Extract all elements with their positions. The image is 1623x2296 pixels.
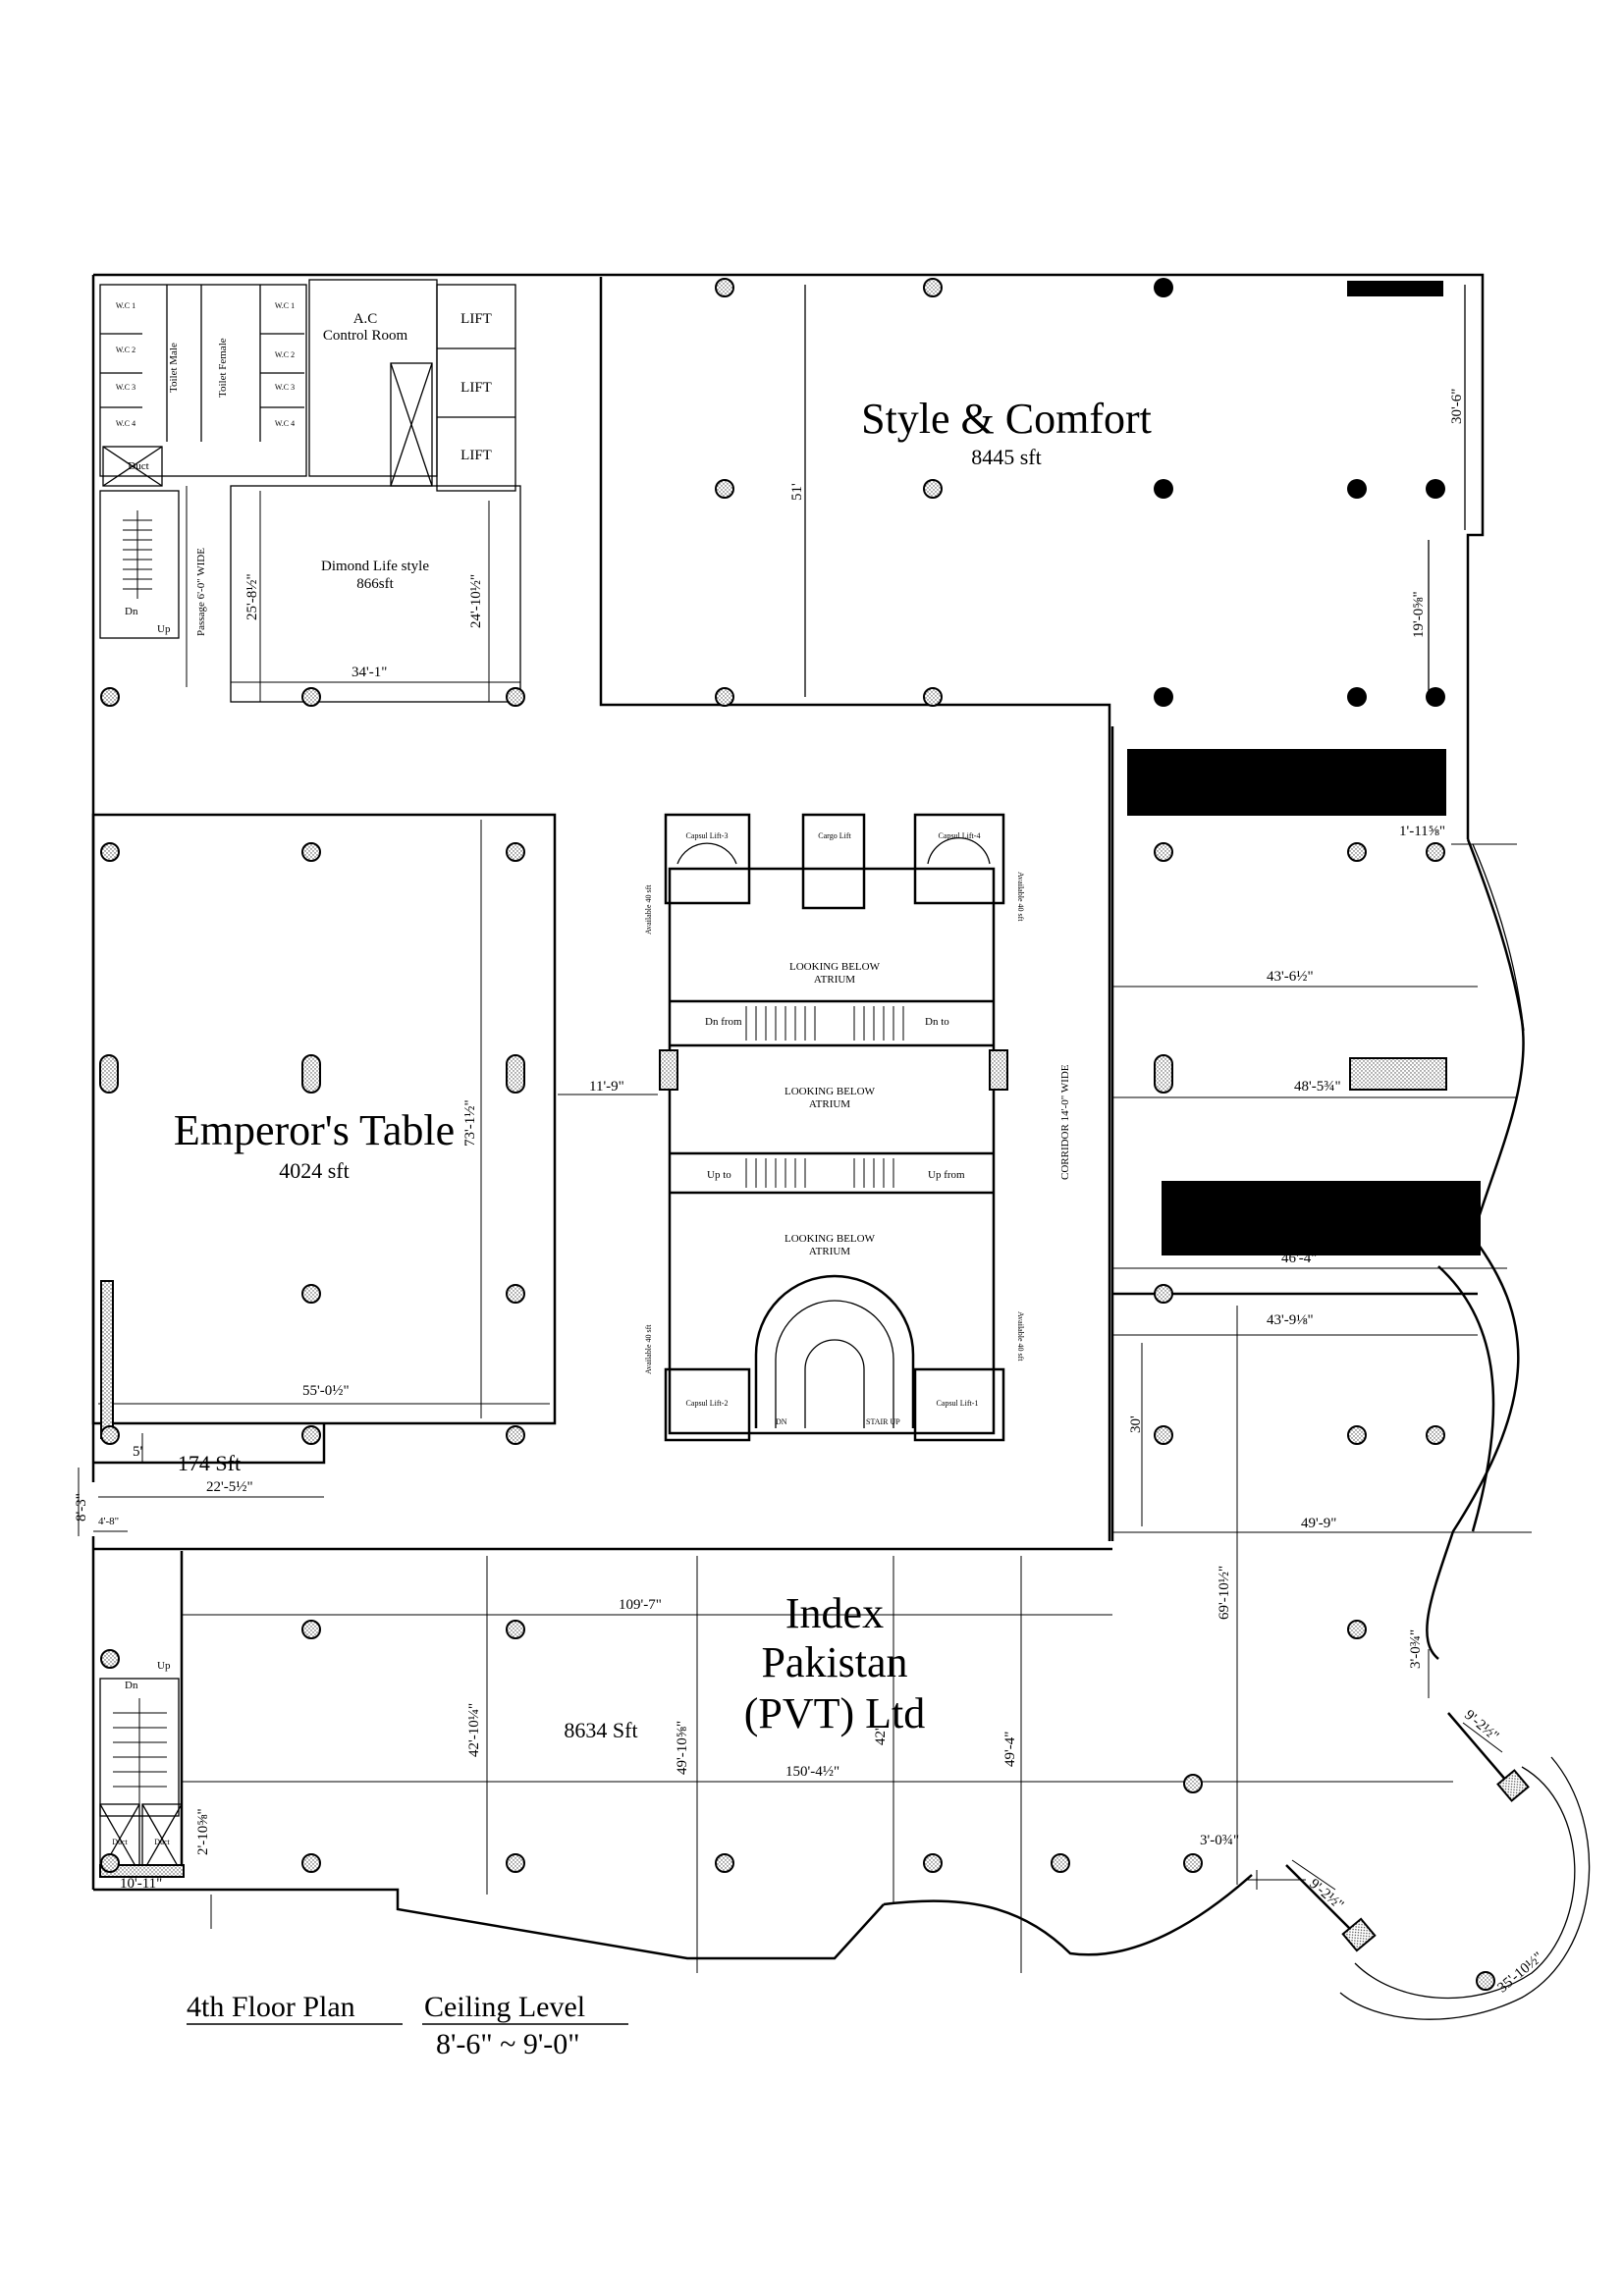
index-pakistan-area <box>93 1547 1591 2020</box>
dim-1-11: 1'-11⅝" <box>1399 824 1446 839</box>
up-from-label: Up from <box>928 1169 965 1181</box>
dn-from-label: Dn from <box>705 1016 742 1028</box>
dim-73-1: 73'-1½" <box>462 1099 478 1147</box>
dim-3-0a: 3'-0¾" <box>1408 1629 1424 1669</box>
ac-room-line1: A.C <box>352 311 378 327</box>
dim-19-0: 19'-0⅝" <box>1411 591 1427 638</box>
dim-22-5: 22'-5½" <box>206 1479 253 1495</box>
dim-43-9: 43'-9⅛" <box>1267 1312 1314 1328</box>
dim-10-11: 10'-11" <box>120 1876 163 1892</box>
dimond-life-area: 866sft <box>356 576 394 592</box>
dim-5: 5' <box>133 1444 143 1460</box>
atrium-label-1b: ATRIUM <box>813 974 856 986</box>
index-pakistan-area: 8634 Sft <box>564 1718 638 1742</box>
wc-label-m2: W.C 2 <box>115 346 136 354</box>
structural-columns <box>99 278 1495 1991</box>
ac-room-line2: Control Room <box>322 328 408 344</box>
stair-up-top: Up <box>157 623 171 635</box>
wc-label-f1: W.C 1 <box>274 301 296 310</box>
duct-label-b2: Duct <box>154 1838 170 1846</box>
dimond-life-name: Dimond Life style <box>321 559 429 574</box>
passage-label: Passage 6'-0" WIDE <box>195 548 207 636</box>
dim-49-4: 49'-4" <box>1002 1731 1018 1767</box>
dim-55-0: 55'-0½" <box>302 1383 350 1399</box>
dim-4-8: 4'-8" <box>98 1516 120 1527</box>
emperors-table-name: Emperor's Table <box>173 1106 456 1154</box>
dim-49-10: 49'-10⅝" <box>675 1720 690 1775</box>
dim-25-8: 25'-8½" <box>244 573 260 620</box>
dim-11-9: 11'-9" <box>589 1079 624 1095</box>
wc-label-m4: W.C 4 <box>115 419 136 428</box>
available-label-tl: Available 40 sft <box>644 884 653 934</box>
dim-30: 30' <box>1128 1415 1144 1433</box>
wc-label-f3: W.C 3 <box>274 383 296 392</box>
dim-150-4: 150'-4½" <box>785 1764 840 1780</box>
style-comfort-room <box>599 277 1481 1541</box>
emperors-table-area: 4024 sft <box>279 1158 350 1183</box>
dn-to-label: Dn to <box>925 1016 949 1028</box>
duct-label-b1: Duct <box>112 1838 128 1846</box>
available-label-tr: Available 40 sft <box>1016 872 1025 922</box>
lift-label-2: LIFT <box>460 380 492 396</box>
index-pakistan-line2: Pakistan <box>761 1638 908 1686</box>
emperors-table-room <box>78 813 658 1536</box>
duct-label-top: Duct <box>128 460 149 472</box>
dim-51: 51' <box>789 483 805 501</box>
capsul-lift-4: Capsul Lift-4 <box>938 831 981 840</box>
wc-label-m3: W.C 3 <box>115 383 136 392</box>
stair-up-bottom: Up <box>157 1660 171 1672</box>
available-label-bl: Available 40 sft <box>644 1324 653 1374</box>
dim-46-4: 46'-4" <box>1281 1251 1318 1266</box>
atrium-label-2a: LOOKING BELOW <box>784 1086 875 1097</box>
style-comfort-name: Style & Comfort <box>861 395 1152 443</box>
service-core <box>99 279 521 703</box>
dim-24-10: 24'-10½" <box>468 573 484 628</box>
wc-label-f4: W.C 4 <box>274 419 296 428</box>
dim-69-10: 69'-10½" <box>1217 1565 1232 1620</box>
ceiling-level-label: Ceiling Level <box>424 1991 586 2023</box>
lift-label-1: LIFT <box>460 311 492 327</box>
toilet-female-label: Toilet Female <box>217 338 229 398</box>
spiral-dn-label: DN <box>776 1417 787 1426</box>
small-unit-area: 174 Sft <box>177 1451 242 1475</box>
dim-30-6: 30'-6" <box>1449 388 1465 424</box>
right-dimension-lines <box>1112 843 1532 1885</box>
wc-label-m1: W.C 1 <box>115 301 136 310</box>
capsul-lift-1: Capsul Lift-1 <box>936 1399 979 1408</box>
lift-label-3: LIFT <box>460 448 492 463</box>
index-pakistan-line3: (PVT) Ltd <box>743 1689 926 1737</box>
dim-2-10: 2'-10⅝" <box>195 1808 211 1855</box>
toilet-male-label: Toilet Male <box>168 343 180 393</box>
dim-48-5: 48'-5¾" <box>1294 1079 1341 1095</box>
cargo-lift: Cargo Lift <box>818 831 851 840</box>
stair-up-label: STAIR UP <box>866 1417 900 1426</box>
stair-dn-bottom: Dn <box>125 1680 138 1691</box>
dim-43-6: 43'-6½" <box>1267 969 1314 985</box>
capsul-lift-3: Capsul Lift-3 <box>685 831 729 840</box>
dim-42-10: 42'-10¼" <box>466 1702 482 1757</box>
stair-dn-top: Dn <box>125 606 138 617</box>
atrium-label-3a: LOOKING BELOW <box>784 1233 875 1245</box>
plan-title: 4th Floor Plan <box>187 1991 355 2023</box>
index-pakistan-line1: Index <box>784 1589 885 1637</box>
up-to-label: Up to <box>707 1169 731 1181</box>
dim-3-0b: 3'-0¾" <box>1200 1833 1240 1848</box>
available-label-br: Available 40 sft <box>1016 1311 1025 1362</box>
ceiling-level-value: 8'-6" ~ 9'-0" <box>436 2028 580 2060</box>
atrium-block <box>659 813 1008 1442</box>
dim-34-1: 34'-1" <box>352 665 388 680</box>
atrium-label-1a: LOOKING BELOW <box>789 961 880 973</box>
wc-label-f2: W.C 2 <box>274 350 296 359</box>
dim-109-7: 109'-7" <box>619 1597 662 1613</box>
style-comfort-area: 8445 sft <box>971 445 1042 469</box>
capsul-lift-2: Capsul Lift-2 <box>685 1399 729 1408</box>
atrium-label-3b: ATRIUM <box>808 1246 851 1257</box>
dim-49-9: 49'-9" <box>1301 1516 1337 1531</box>
dim-8-3: 8'-3" <box>74 1493 89 1522</box>
dim-42: 42' <box>873 1728 889 1745</box>
corridor-label: CORRIDOR 14'-0" WIDE <box>1059 1064 1071 1181</box>
atrium-label-2b: ATRIUM <box>808 1098 851 1110</box>
